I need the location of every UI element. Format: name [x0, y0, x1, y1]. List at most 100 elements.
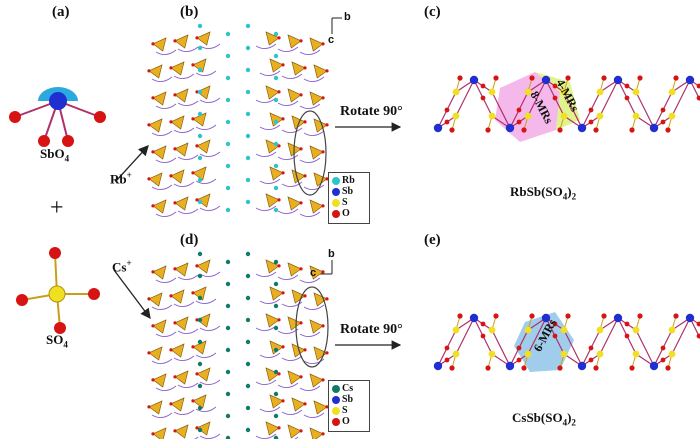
- s-atom: [488, 326, 496, 334]
- cation-atom: [225, 347, 231, 353]
- s-atom: [488, 112, 496, 120]
- bond-line: [151, 358, 173, 364]
- so4-tetrahedron: [174, 262, 189, 277]
- bond-line: [491, 91, 511, 129]
- o-atom: [151, 378, 155, 382]
- cation-atom: [273, 185, 279, 191]
- cation-atom: [273, 435, 279, 439]
- o-atom: [281, 345, 285, 349]
- o-atom: [277, 426, 281, 430]
- cation-atom: [197, 45, 203, 51]
- so4-tetrahedron: [287, 34, 302, 49]
- cation-atom: [225, 75, 231, 81]
- so4-label: SO4: [46, 332, 68, 350]
- o-atom: [191, 399, 195, 403]
- cation-atom: [245, 45, 251, 51]
- o-atom: [299, 267, 303, 271]
- cation-atom: [273, 281, 279, 287]
- o-atom: [588, 119, 594, 125]
- so4-tetrahedron: [174, 370, 189, 385]
- o-atom: [173, 39, 177, 43]
- o-atom: [696, 333, 700, 339]
- s-atom: [452, 350, 460, 358]
- cation-atom: [273, 369, 279, 375]
- o-atom: [485, 127, 491, 133]
- so4-tetrahedron: [309, 427, 324, 439]
- sb-atom: [433, 123, 443, 133]
- bond-line: [281, 73, 303, 79]
- bond-line: [155, 211, 177, 217]
- o-atom: [665, 127, 671, 133]
- o-atom: [565, 75, 571, 81]
- cssb-formula: CsSb(SO4)2: [512, 410, 576, 428]
- o-atom: [637, 75, 643, 81]
- o-atom: [151, 150, 155, 154]
- o-atom: [281, 63, 285, 67]
- so4-tetrahedron: [287, 196, 302, 211]
- bond-line: [299, 331, 321, 337]
- legend-item: Rb: [332, 176, 355, 186]
- so4-tetrahedron: [309, 91, 324, 106]
- o-atom: [457, 313, 463, 319]
- legend-item: Sb: [332, 395, 353, 405]
- o-atom: [173, 429, 177, 433]
- cation-atom: [245, 89, 251, 95]
- o-atom: [516, 107, 522, 113]
- bond-line: [599, 317, 619, 355]
- bond-line: [173, 181, 195, 187]
- s-atom: [48, 285, 66, 303]
- so4-tetrahedron: [174, 424, 189, 439]
- o-atom: [195, 144, 199, 148]
- cation-atom: [197, 133, 203, 139]
- so4-tetrahedron: [265, 367, 280, 382]
- cation-atom: [225, 207, 231, 213]
- bond-line: [303, 130, 325, 136]
- o-atom: [552, 333, 558, 339]
- legend-item: Sb: [332, 187, 353, 197]
- s-atom: [668, 326, 676, 334]
- o-atom: [480, 321, 486, 327]
- bond-line: [151, 412, 173, 418]
- o-atom: [321, 96, 325, 100]
- so4-tetrahedron: [309, 37, 324, 52]
- cation-atom: [225, 185, 231, 191]
- structure-b: [147, 23, 329, 217]
- bond-line: [299, 385, 321, 391]
- o-atom: [173, 375, 177, 379]
- bond-line: [255, 379, 277, 385]
- cation-atom: [197, 199, 203, 205]
- so4-tetrahedron: [192, 58, 207, 73]
- so4-tetrahedron: [152, 319, 167, 334]
- bond-line: [303, 358, 325, 364]
- cation-atom: [273, 303, 279, 309]
- sb-atom: [577, 123, 587, 133]
- s-atom: [524, 112, 532, 120]
- s-atom: [632, 88, 640, 96]
- so4-tetrahedron: [170, 61, 185, 76]
- so4-tetrahedron: [174, 196, 189, 211]
- o-atom: [277, 318, 281, 322]
- so4-tetrahedron: [287, 88, 302, 103]
- axis-indicator-bottom: [320, 260, 333, 275]
- o-atom: [277, 36, 281, 40]
- o-atom: [480, 83, 486, 89]
- bond-line: [563, 91, 583, 129]
- o-atom: [299, 429, 303, 433]
- bond-line: [281, 409, 303, 415]
- o-atom: [321, 42, 325, 46]
- cation-atom: [225, 31, 231, 37]
- o-atom: [151, 96, 155, 100]
- chain-e: [433, 312, 700, 372]
- so4-tetrahedron: [196, 421, 211, 436]
- sb-atom: [613, 313, 623, 323]
- bond-line: [151, 130, 173, 136]
- cs-ion-label: Cs+: [112, 258, 132, 275]
- o-atom: [321, 204, 325, 208]
- o-atom: [277, 90, 281, 94]
- o-atom: [173, 321, 177, 325]
- so4-tetrahedron: [269, 286, 284, 301]
- o-atom: [191, 345, 195, 349]
- s-atom: [668, 88, 676, 96]
- o-atom: [660, 107, 666, 113]
- so4-tetrahedron: [152, 265, 167, 280]
